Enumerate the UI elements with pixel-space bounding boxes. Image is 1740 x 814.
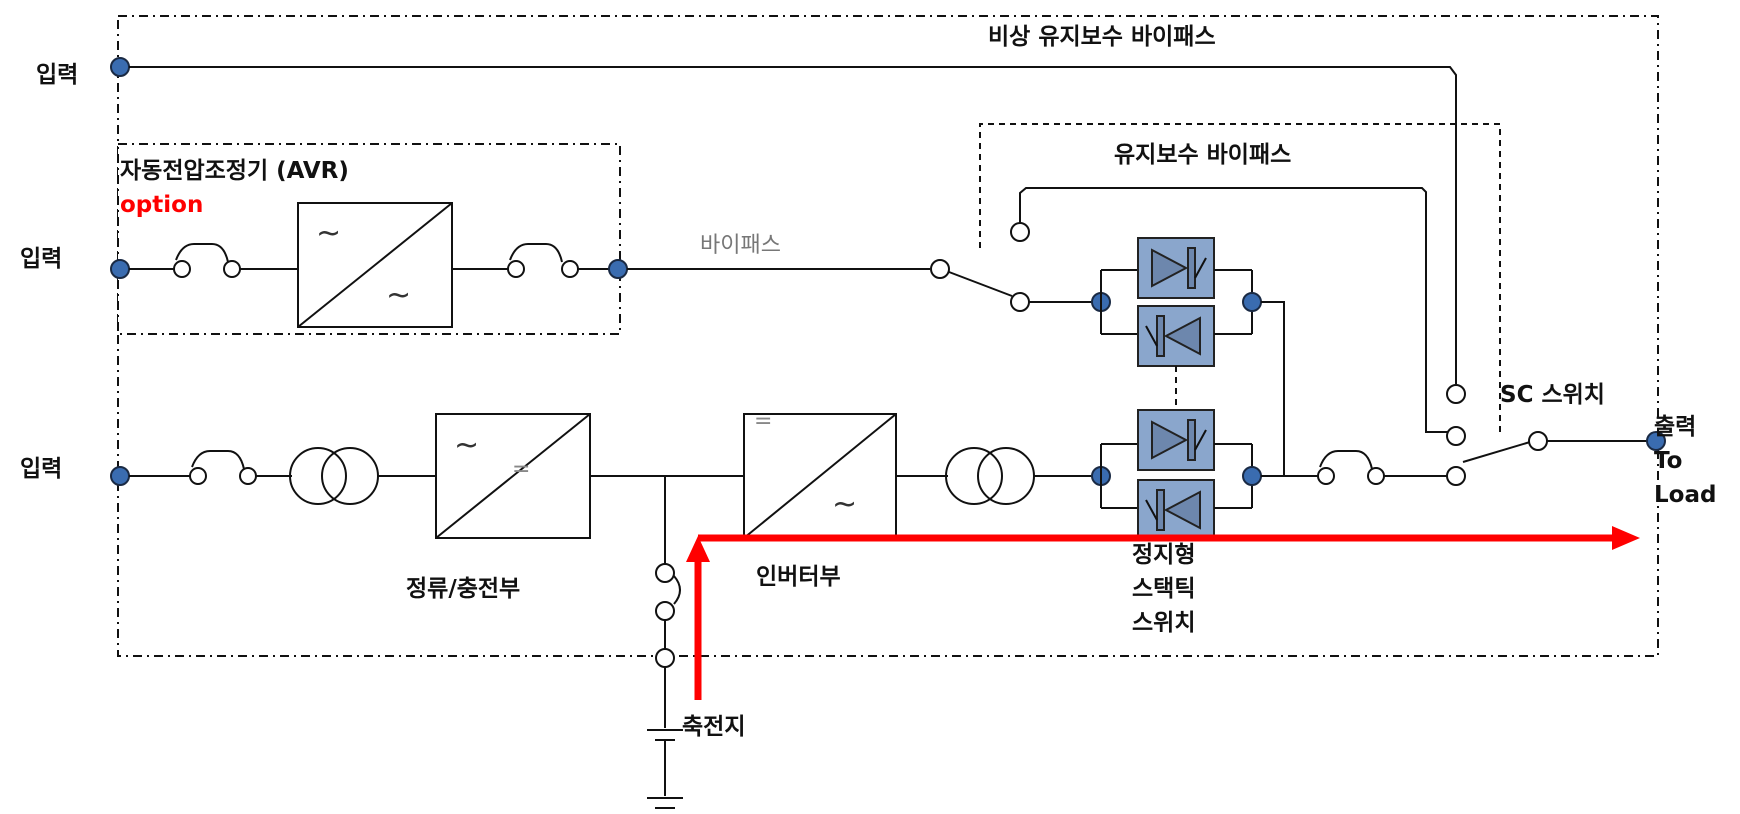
static-switch-upper	[1100, 237, 1285, 476]
input-label-2: 입력	[20, 246, 62, 272]
avr-ac-out-symbol: ~	[386, 278, 411, 313]
emergency-bypass-line	[110, 57, 1466, 404]
maintenance-bypass-label: 유지보수 바이패스	[1114, 142, 1291, 168]
static-switch-label-2: 스택틱	[1132, 576, 1195, 602]
static-switch-lower	[1100, 409, 1318, 541]
output-label-3: Load	[1654, 482, 1716, 508]
main-path	[110, 413, 1111, 809]
sc-switch-label: SC 스위치	[1500, 382, 1605, 408]
inverter-dc-symbol: =	[754, 409, 772, 434]
inverter-label: 인버터부	[756, 564, 841, 590]
maintenance-bypass-boundary	[979, 123, 1501, 432]
inverter-ac-symbol: ~	[832, 487, 857, 522]
static-switch-label-3: 스위치	[1132, 610, 1195, 636]
input-label-1: 입력	[36, 62, 78, 88]
avr-title-label: 자동전압조정기 (AVR)	[120, 158, 349, 184]
maintenance-bypass-line	[1010, 187, 1466, 446]
bypass-label: 바이패스	[700, 233, 781, 258]
ups-enclosure-boundary	[117, 15, 1659, 657]
rectifier-ac-symbol: ~	[454, 428, 479, 463]
battery-power-flow-arrow	[686, 526, 1640, 700]
rectifier-dc-symbol: =	[512, 457, 530, 482]
avr-ac-in-symbol: ~	[316, 216, 341, 251]
emergency-bypass-label: 비상 유지보수 바이패스	[988, 24, 1216, 50]
battery-label: 축전지	[682, 714, 745, 740]
output-label-1: 출력	[1654, 414, 1696, 440]
input-label-3: 입력	[20, 456, 62, 482]
bypass-path	[110, 202, 1111, 328]
static-switch-label-1: 정지형	[1132, 542, 1195, 568]
avr-option-label: option	[120, 192, 203, 218]
rectifier-charger-label: 정류/충전부	[406, 576, 520, 602]
output-label-2: To	[1654, 448, 1682, 474]
battery-symbol	[647, 729, 683, 809]
output-section	[1317, 431, 1666, 486]
